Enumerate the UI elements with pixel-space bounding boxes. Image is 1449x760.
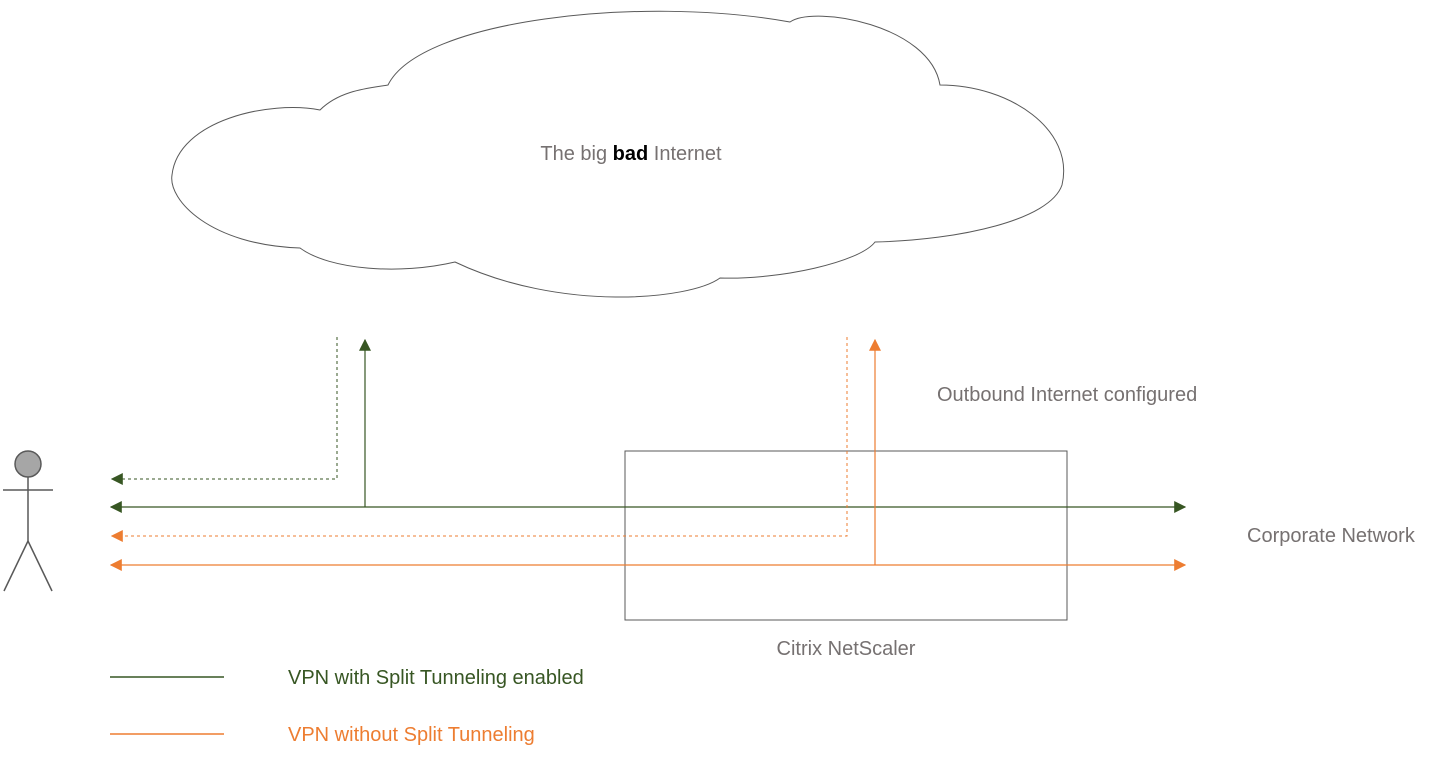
- legend-split-label: VPN with Split Tunneling enabled: [288, 667, 584, 689]
- cloud-label-suffix: Internet: [648, 143, 722, 165]
- person-icon: [3, 450, 53, 592]
- corporate-network-label: Corporate Network: [1247, 525, 1416, 547]
- orange-internet-return-line: [110, 337, 848, 542]
- cloud-label-prefix: The big: [540, 143, 612, 165]
- cloud-label-bold: bad: [613, 143, 649, 165]
- legend-nosplit-label: VPN without Split Tunneling: [288, 724, 535, 746]
- cloud-label: The big bad Internet: [540, 143, 722, 165]
- cloud-icon: [171, 10, 1065, 298]
- outbound-internet-label: Outbound Internet configured: [937, 384, 1197, 406]
- netscaler-label: Citrix NetScaler: [777, 638, 916, 660]
- green-internet-return-line: [110, 337, 338, 485]
